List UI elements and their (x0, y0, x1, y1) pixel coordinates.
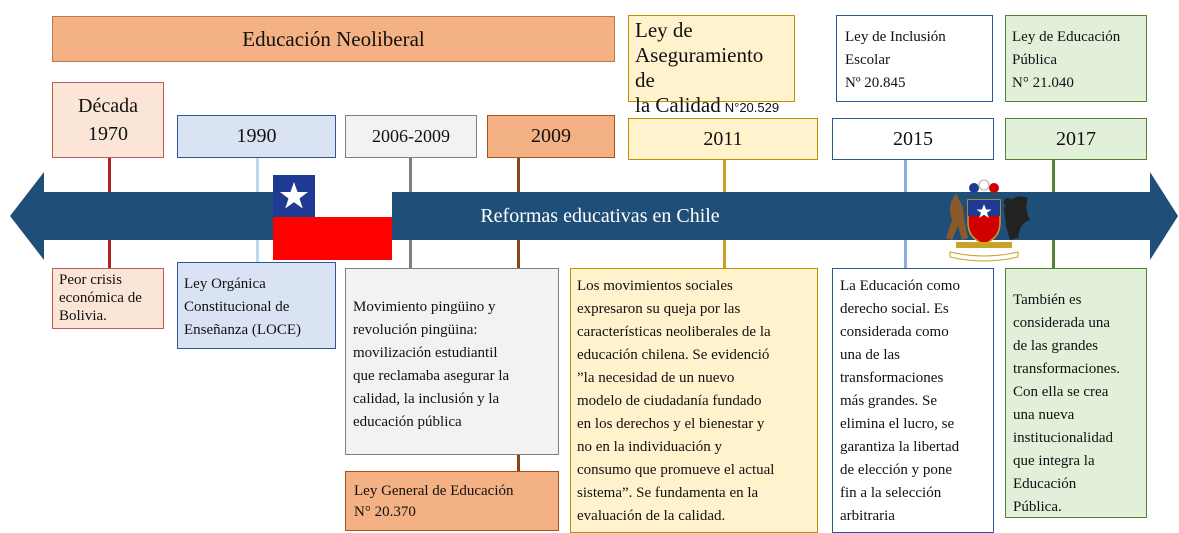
chile-flag-icon (273, 175, 392, 260)
period-2015: 2015 (832, 118, 994, 160)
desc-2009: Ley General de Educación N° 20.370 (345, 471, 559, 531)
period-2015-label: 2015 (893, 127, 933, 150)
period-2017: 2017 (1005, 118, 1147, 160)
connector-2009-bottom (517, 455, 520, 471)
period-1970: Década 1970 (52, 82, 164, 158)
law-2011-number: N°20.529 (724, 100, 780, 115)
period-2009-label: 2009 (531, 125, 571, 147)
desc-1970: Peor crisis económica de Bolivia. (52, 268, 164, 329)
chile-coat-of-arms-icon (946, 179, 1030, 262)
period-2009: 2009 (487, 115, 615, 158)
desc-1990: Ley Orgánica Constitucional de Enseñanza… (177, 262, 336, 349)
timeline-label-text: Reformas educativas en Chile (480, 204, 720, 227)
desc-2006-2009: Movimiento pingüino y revolución pingüin… (345, 268, 559, 455)
period-1990-label: 1990 (236, 125, 277, 147)
period-2011-label: 2011 (703, 127, 743, 150)
desc-2011: Los movimientos sociales expresaron su q… (570, 268, 818, 533)
period-2011: 2011 (628, 118, 818, 160)
period-2006-label: 2006-2009 (372, 126, 450, 146)
law-2017-box: Ley de Educación Pública N° 21.040 (1005, 15, 1147, 102)
period-2017-label: 2017 (1056, 127, 1096, 150)
desc-2015: La Educación como derecho social. Es con… (832, 268, 994, 533)
period-1990: 1990 (177, 115, 336, 158)
law-2015-box: Ley de Inclusión Escolar Nº 20.845 (836, 15, 993, 102)
law-2011-title: Ley de Aseguramiento de la Calidad (635, 18, 764, 117)
period-2006-2009: 2006-2009 (345, 115, 477, 158)
neoliberal-header: Educación Neoliberal (52, 16, 615, 62)
timeline-label: Reformas educativas en Chile (390, 201, 810, 231)
desc-2017: También es considerada una de las grande… (1005, 268, 1147, 518)
neoliberal-title: Educación Neoliberal (242, 26, 425, 51)
